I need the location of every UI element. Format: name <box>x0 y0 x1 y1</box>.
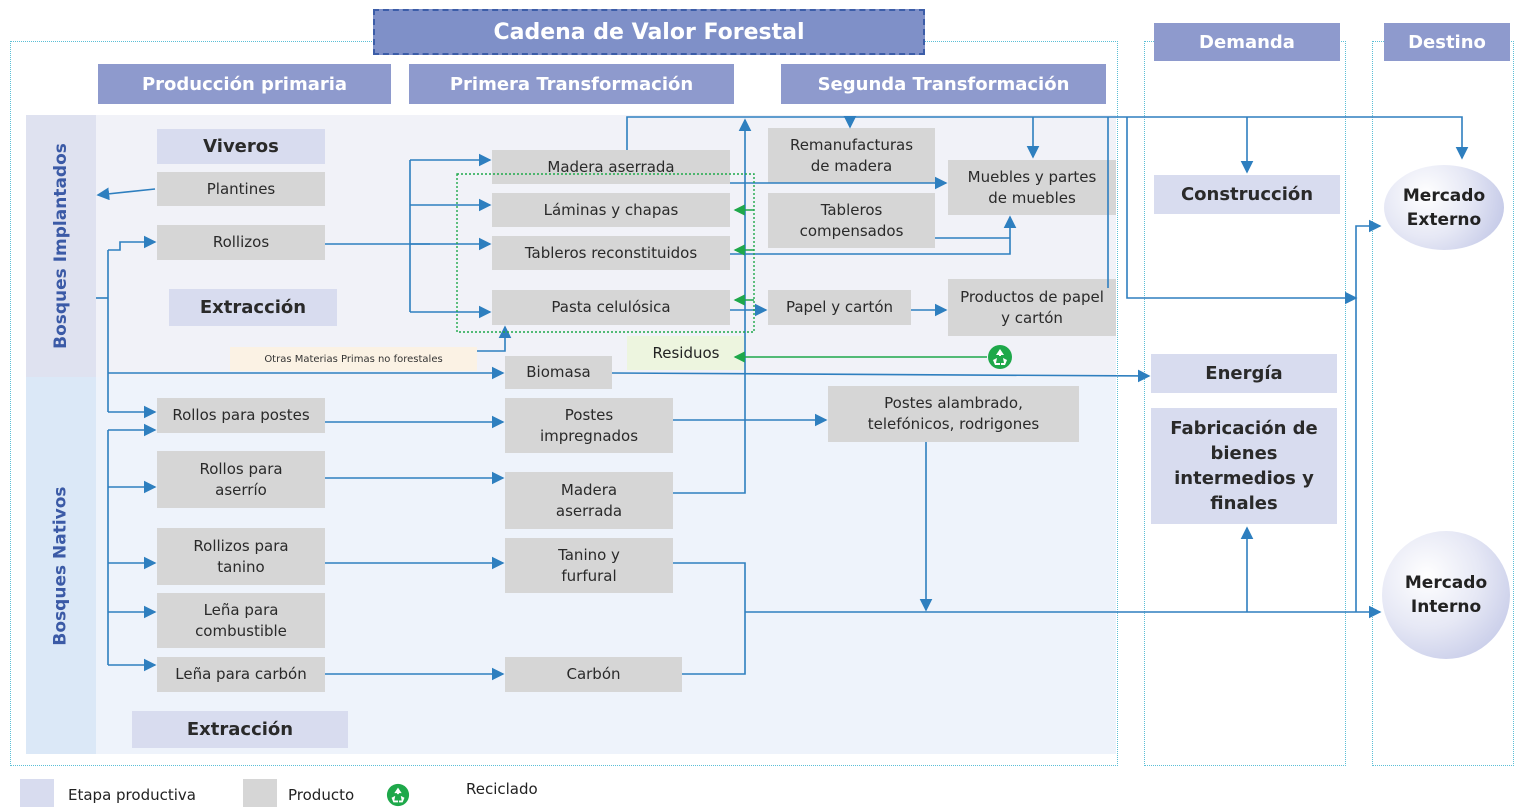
product-postes-alambrado: Postes alambrado, telefónicos, rodrigone… <box>828 386 1079 442</box>
legend-producto-label: Producto <box>288 786 355 804</box>
market-interno: Mercado Interno <box>1382 531 1510 659</box>
product-lena-carbon: Leña para carbón <box>157 657 325 692</box>
header-demanda: Demanda <box>1154 23 1340 61</box>
legend-etapa-label: Etapa productiva <box>68 786 196 804</box>
product-plantines: Plantines <box>157 172 325 206</box>
legend-etapa-swatch <box>20 779 54 807</box>
label-residuos: Residuos <box>627 336 745 370</box>
header-produccion-primaria: Producción primaria <box>98 64 391 104</box>
header-primera-transformacion: Primera Transformación <box>409 64 734 104</box>
legend-reciclado-label: Reciclado <box>466 780 538 798</box>
demand-energia: Energía <box>1151 354 1337 393</box>
product-rollos-aserrio: Rollos para aserrío <box>157 451 325 508</box>
product-madera-aserrada: Madera aserrada <box>492 150 730 184</box>
product-productos-papel: Productos de papel y cartón <box>948 279 1116 336</box>
demand-construccion: Construcción <box>1154 175 1340 214</box>
recycle-icon <box>987 344 1013 370</box>
product-tableros-reconstituidos: Tableros reconstituidos <box>492 236 730 270</box>
product-laminas-chapas: Láminas y chapas <box>492 193 730 227</box>
side-band-implantados <box>26 115 96 377</box>
side-band-nativos <box>26 377 96 754</box>
stage-extraccion-implantados: Extracción <box>169 289 337 326</box>
market-externo: Mercado Externo <box>1384 165 1504 250</box>
product-tanino-furfural: Tanino y furfural <box>505 538 673 593</box>
stage-viveros: Viveros <box>157 129 325 164</box>
product-pasta-celulosica: Pasta celulósica <box>492 290 730 325</box>
product-carbon: Carbón <box>505 657 682 692</box>
product-remanufacturas: Remanufacturas de madera <box>768 128 935 183</box>
product-rollizos-tanino: Rollizos para tanino <box>157 528 325 585</box>
product-muebles: Muebles y partes de muebles <box>948 160 1116 215</box>
header-segunda-transformacion: Segunda Transformación <box>781 64 1106 104</box>
product-tableros-compensados: Tableros compensados <box>768 193 935 248</box>
product-rollos-postes: Rollos para postes <box>157 398 325 433</box>
stage-extraccion-nativos: Extracción <box>132 711 348 748</box>
product-lena-combustible: Leña para combustible <box>157 593 325 648</box>
label-otras-materias-primas: Otras Materias Primas no forestales <box>230 347 477 371</box>
product-papel-carton: Papel y cartón <box>768 290 911 325</box>
product-biomasa: Biomasa <box>505 356 612 389</box>
legend-recycle-icon <box>386 783 410 807</box>
header-destino: Destino <box>1384 23 1510 61</box>
legend-producto-swatch <box>243 779 277 807</box>
product-postes-impregnados: Postes impregnados <box>505 398 673 453</box>
product-madera-aserrada-nativos: Madera aserrada <box>505 472 673 529</box>
product-rollizos: Rollizos <box>157 225 325 260</box>
demand-fabricacion: Fabricación de bienes intermedios y fina… <box>1151 408 1337 524</box>
diagram-title: Cadena de Valor Forestal <box>373 9 925 55</box>
